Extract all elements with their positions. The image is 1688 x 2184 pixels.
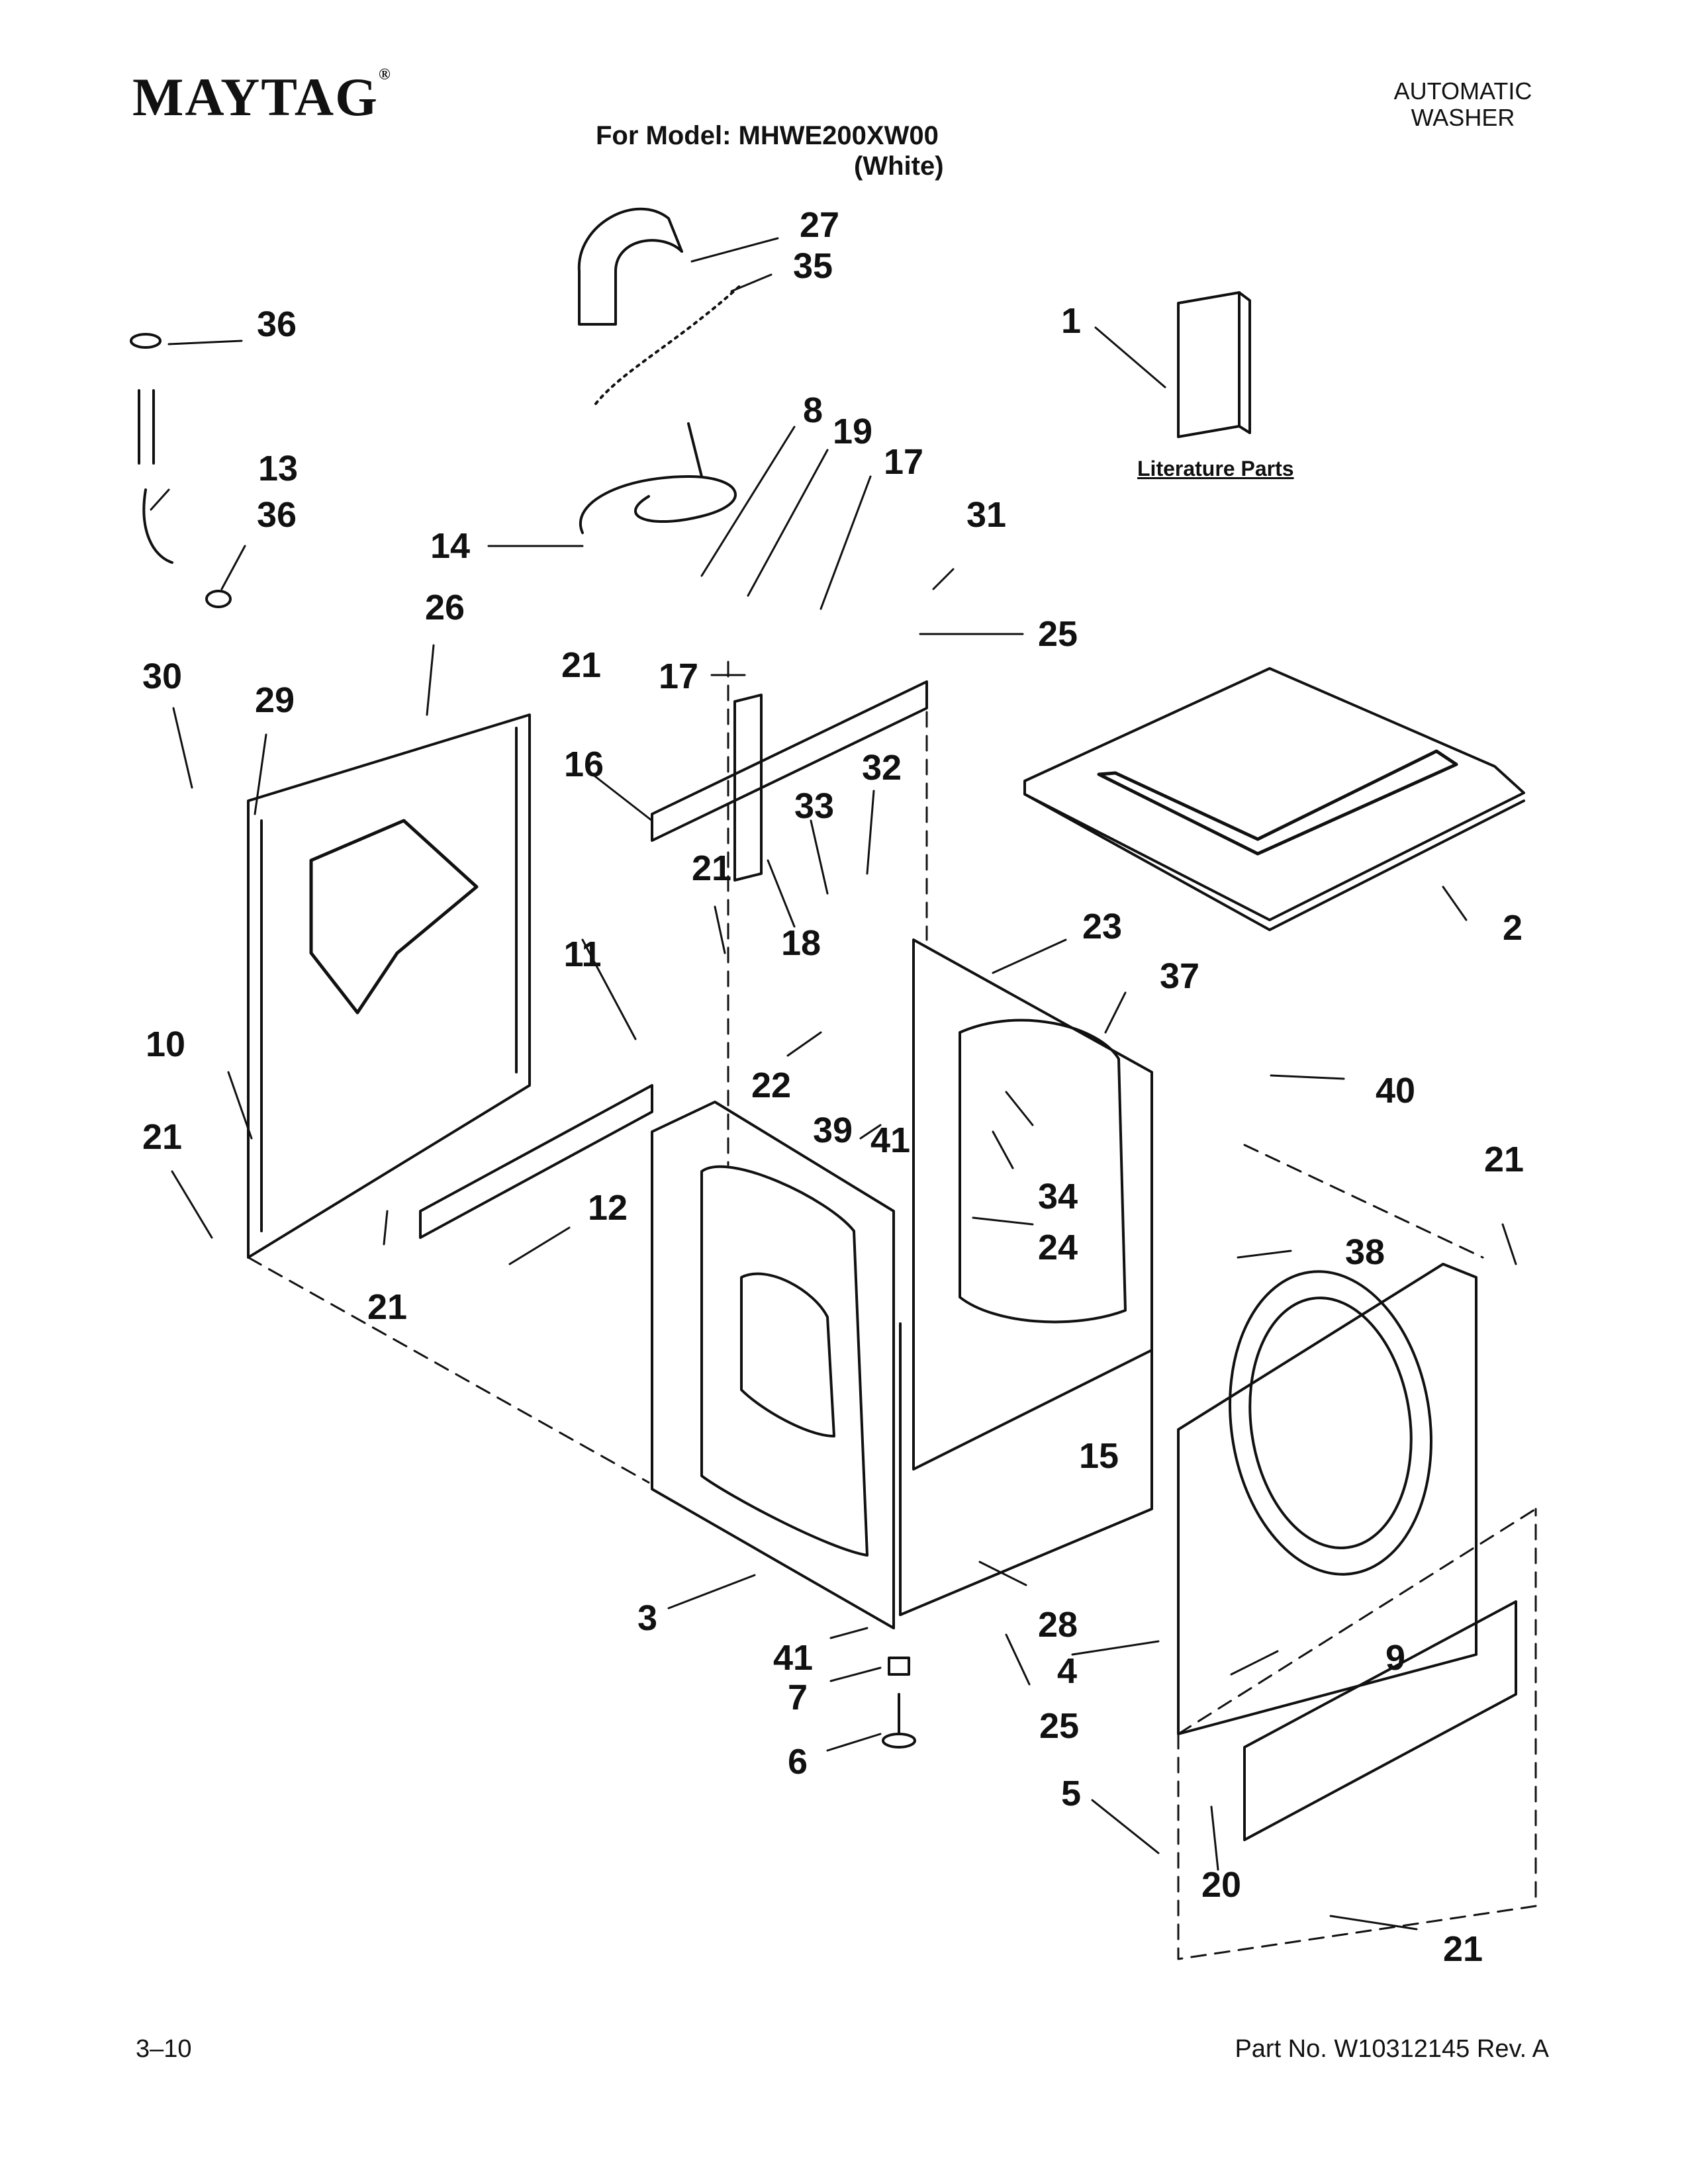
callout-17-top: 17 — [883, 442, 924, 482]
callout-40: 40 — [1375, 1071, 1416, 1111]
kick-panel-drawing — [1243, 1600, 1517, 1841]
callout-21-d: 21 — [1483, 1140, 1524, 1179]
inlet-hose-drawing — [130, 333, 232, 608]
callout-14: 14 — [430, 526, 471, 566]
console-bracket-drawing — [651, 680, 928, 882]
callout-25-bottom: 25 — [1039, 1706, 1080, 1746]
part-number: Part No. W10312145 Rev. A — [1235, 2035, 1549, 2063]
hose-bracket-drawing — [577, 207, 683, 326]
model-line1: For Model: MHWE200XW00 — [596, 121, 939, 150]
callout-26: 26 — [424, 588, 465, 627]
callout-41-bottom: 41 — [773, 1638, 814, 1678]
callout-10: 10 — [145, 1024, 186, 1064]
callout-15: 15 — [1078, 1436, 1119, 1476]
callout-7: 7 — [787, 1678, 808, 1717]
callout-17-mid: 17 — [658, 657, 699, 696]
callout-1: 1 — [1060, 301, 1082, 341]
callout-36-bottom: 36 — [256, 495, 297, 535]
callout-5: 5 — [1060, 1774, 1082, 1813]
callout-21-b: 21 — [691, 848, 732, 888]
callout-11: 11 — [563, 934, 602, 974]
callout-13: 13 — [258, 449, 299, 488]
callout-29: 29 — [254, 680, 295, 720]
callout-19: 19 — [832, 412, 873, 451]
callout-27: 27 — [799, 205, 840, 245]
product-type-line2: WASHER — [1411, 104, 1515, 131]
callout-34: 34 — [1037, 1177, 1078, 1216]
power-cord-drawing — [579, 422, 737, 534]
product-type-line1: AUTOMATIC — [1393, 77, 1532, 105]
product-type: AUTOMATIC WASHER — [1364, 78, 1562, 131]
literature-booklet-drawing — [1177, 291, 1251, 438]
callout-16: 16 — [563, 745, 604, 784]
callout-4: 4 — [1056, 1651, 1078, 1691]
callout-24: 24 — [1037, 1228, 1078, 1267]
callout-32: 32 — [861, 748, 902, 788]
callout-22: 22 — [751, 1066, 792, 1105]
rear-panel-drawing — [247, 713, 531, 1259]
literature-parts-label: Literature Parts — [1137, 457, 1294, 480]
callout-36-top: 36 — [256, 304, 297, 344]
callout-37: 37 — [1159, 956, 1200, 996]
callout-28: 28 — [1037, 1605, 1078, 1645]
callout-35: 35 — [792, 246, 833, 286]
callout-31: 31 — [966, 495, 1007, 535]
callout-21-a: 21 — [561, 645, 602, 685]
callout-3: 3 — [637, 1598, 658, 1638]
callout-2: 2 — [1502, 908, 1523, 948]
leader-lines — [150, 237, 1517, 1931]
callout-33: 33 — [794, 786, 835, 826]
brand-name: MAYTAG — [132, 67, 379, 127]
callout-21-f: 21 — [1442, 1929, 1483, 1969]
front-panel-drawing — [1177, 1263, 1477, 1735]
callout-41-top: 41 — [870, 1120, 911, 1160]
callout-39: 39 — [812, 1111, 853, 1150]
model-line2: (White) — [854, 152, 944, 181]
callout-25-top: 25 — [1037, 614, 1078, 654]
model-title: For Model: MHWE200XW00 (White) — [596, 120, 1046, 181]
callout-20: 20 — [1201, 1865, 1242, 1905]
page-number: 3–10 — [136, 2035, 192, 2063]
tie-strap-drawing — [594, 283, 743, 405]
callout-12: 12 — [587, 1188, 628, 1228]
callout-21-c: 21 — [142, 1117, 183, 1157]
brand-logo: MAYTAG® — [132, 66, 392, 128]
callout-18: 18 — [780, 923, 821, 963]
callout-21-e: 21 — [367, 1287, 408, 1327]
top-cover-drawing — [1023, 667, 1525, 931]
callout-8: 8 — [802, 390, 823, 430]
alignment-lines — [247, 660, 1537, 1960]
callout-30: 30 — [142, 657, 183, 696]
registered-mark: ® — [378, 66, 392, 83]
cabinet-drawing — [419, 938, 1153, 1629]
leveling-leg-drawing — [882, 1657, 916, 1749]
callout-23: 23 — [1082, 907, 1123, 946]
callout-38: 38 — [1344, 1232, 1385, 1272]
callout-9: 9 — [1385, 1638, 1406, 1678]
callout-6: 6 — [787, 1742, 808, 1782]
